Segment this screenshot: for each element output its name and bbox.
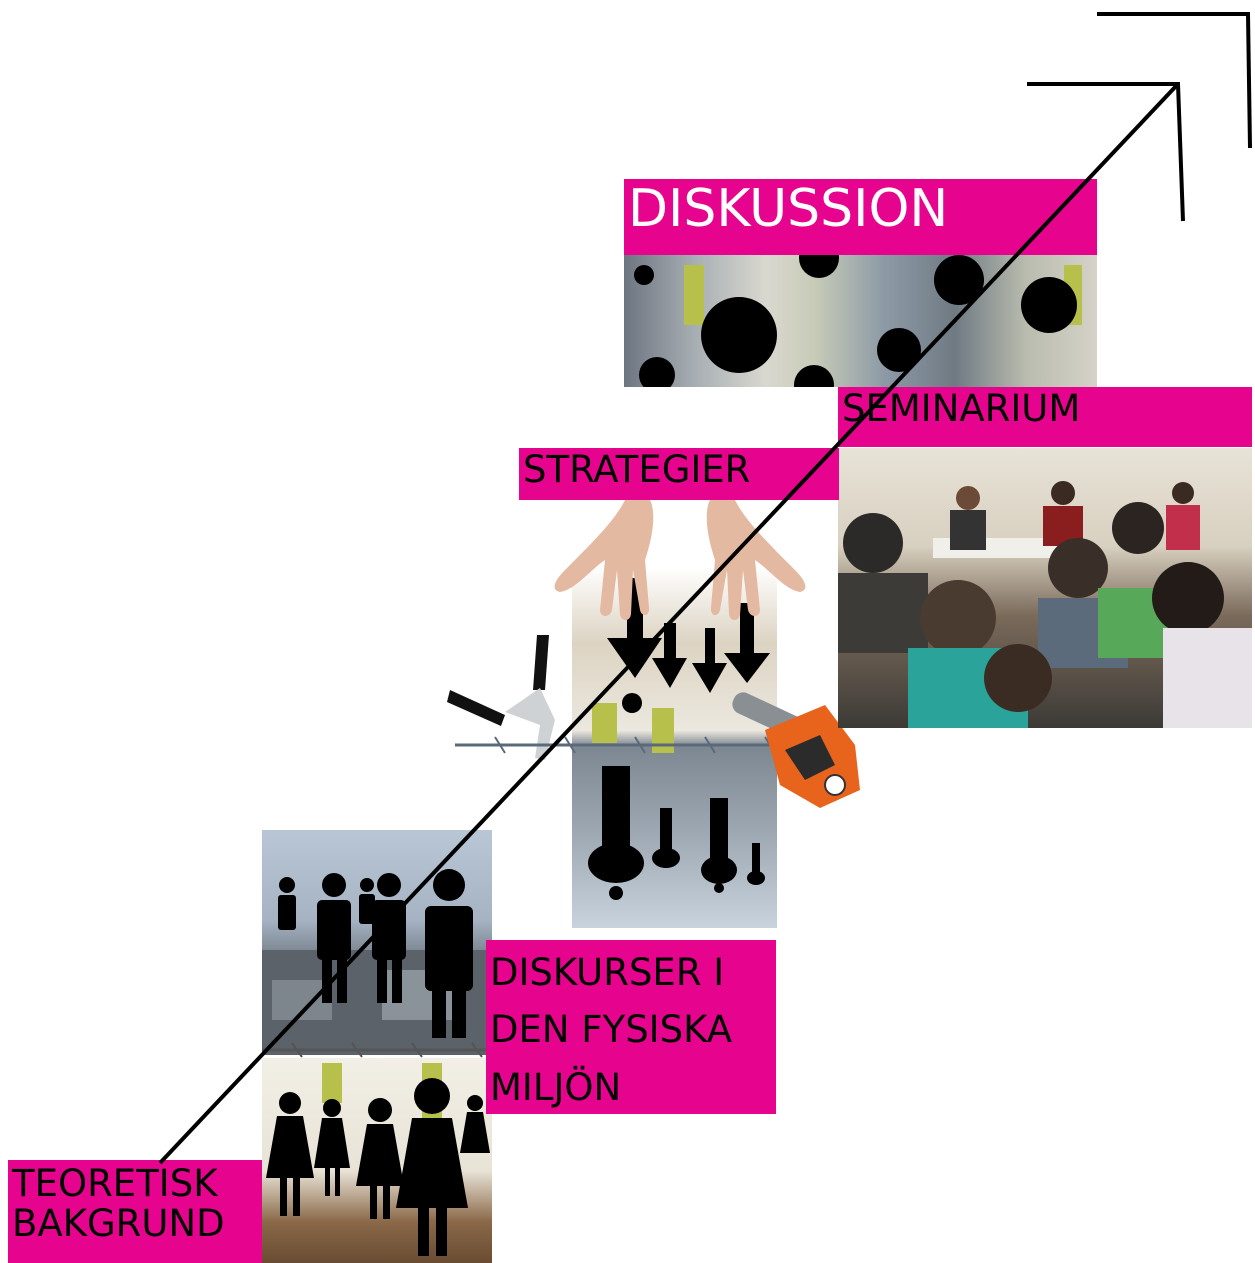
person-icon <box>372 873 406 1003</box>
person-icon <box>278 877 296 930</box>
arrow-icons-group <box>588 578 770 900</box>
label-strategier: STRATEGIER <box>519 448 839 500</box>
label-diskussion: DISKUSSION <box>624 179 1097 255</box>
men-icons-group <box>262 869 492 1055</box>
woman-icon <box>266 1092 314 1216</box>
chainsaw-image <box>725 690 870 815</box>
woman-icon <box>396 1078 468 1256</box>
down-arrow-icon <box>724 603 770 683</box>
arrow-corner-icon <box>1027 82 1185 222</box>
label-teoretisk-bakgrund: TEORETISK BAKGRUND <box>8 1160 262 1263</box>
hands-image <box>545 500 815 630</box>
label-seminarium: SEMINARIUM <box>838 387 1252 447</box>
photo-men-city <box>262 830 492 1055</box>
person-icon <box>317 873 351 1003</box>
down-arrow-icon <box>652 623 687 688</box>
dots-group <box>634 255 1082 387</box>
chainsaw-icon <box>732 692 860 808</box>
person-icon <box>359 878 375 924</box>
photo-seminarium <box>838 448 1252 728</box>
pliers-icon <box>447 635 555 760</box>
barbed-wire-strip <box>262 1040 492 1060</box>
down-arrow-icon <box>701 798 737 893</box>
label-diskurser-line2: DEN FYSISKA <box>490 1008 732 1052</box>
hand-icon <box>554 500 806 621</box>
label-teoretisk-line1: TEORETISK <box>12 1162 218 1205</box>
label-diskussion-text: DISKUSSION <box>628 179 949 239</box>
label-diskurser-line3: MILJÖN <box>490 1065 622 1109</box>
down-arrow-icon <box>588 766 644 900</box>
person-icon <box>425 869 473 1038</box>
diagonal-line <box>158 82 1180 1165</box>
down-arrow-icon <box>652 808 680 868</box>
label-strategier-text: STRATEGIER <box>523 448 751 491</box>
down-arrow-icon <box>692 628 727 693</box>
arrow-corner-icon <box>1097 12 1252 149</box>
woman-icon <box>356 1098 404 1219</box>
woman-icon <box>460 1095 490 1153</box>
photo-women-kitchen <box>262 1058 492 1263</box>
seminar-people-group <box>838 481 1252 728</box>
photo-diskussion-collage <box>624 255 1097 387</box>
women-icons-group <box>266 1063 490 1256</box>
down-arrow-icon <box>747 843 765 885</box>
label-diskurser: DISKURSER I DEN FYSISKA MILJÖN <box>486 940 776 1114</box>
woman-icon <box>314 1099 350 1196</box>
label-diskurser-line1: DISKURSER I <box>490 951 725 994</box>
label-teoretisk-line2: BAKGRUND <box>12 1201 225 1245</box>
pliers-image <box>445 630 585 770</box>
